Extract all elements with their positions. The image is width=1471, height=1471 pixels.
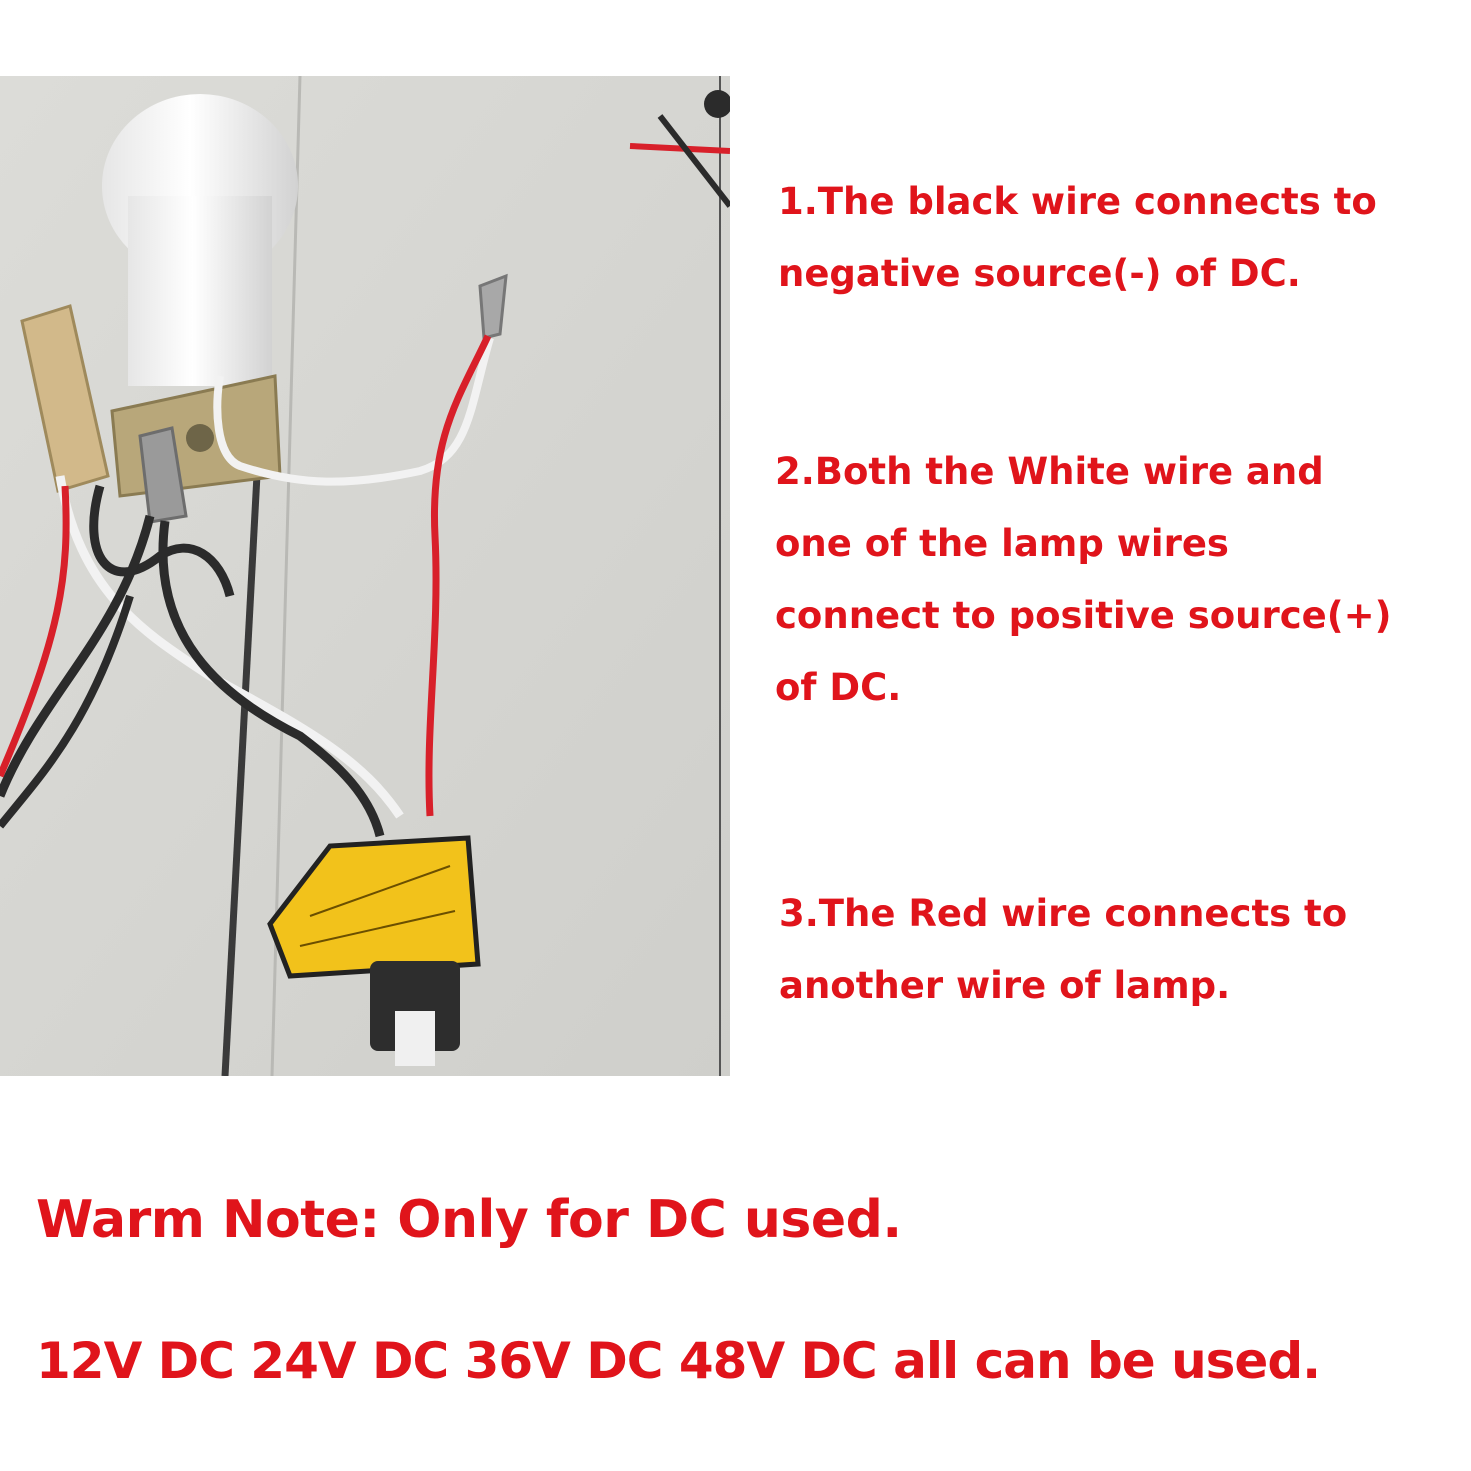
instruction-step-3: 3.The Red wire connects to another wire …	[779, 878, 1347, 1022]
wire-red-sensor	[425, 334, 492, 817]
wire-black-loop	[89, 484, 235, 598]
lamp-base	[128, 196, 272, 386]
wire-nut-tan	[20, 304, 110, 493]
wire-nut-top	[478, 273, 508, 340]
sensor-body-knob	[370, 961, 460, 1051]
sensor-lens	[395, 1011, 435, 1066]
conduit-pipe	[221, 455, 262, 1076]
instruction-line: 1.The black wire connects to	[778, 180, 1377, 223]
bracket-screw	[186, 424, 214, 452]
warm-note: Warm Note: Only for DC used.	[36, 1190, 902, 1250]
wire-white-lamp	[213, 336, 494, 486]
instruction-line: negative source(-) of DC.	[778, 252, 1301, 295]
instruction-line: of DC.	[775, 666, 902, 709]
wall-crack	[270, 76, 302, 1076]
instruction-step-1: 1.The black wire connects to negative so…	[778, 166, 1377, 310]
wire-nut-grey	[138, 426, 188, 524]
wire-red-top	[629, 143, 730, 154]
wire-black-left2	[0, 594, 134, 829]
wire-red-left	[0, 485, 70, 778]
wire-black-top	[657, 114, 730, 208]
wiring-photo	[0, 76, 730, 1076]
instruction-line: connect to positive source(+)	[775, 594, 1392, 637]
sensor-label-line	[299, 910, 456, 947]
wiring-illustration	[0, 76, 730, 1076]
sensor-label-line	[309, 865, 451, 917]
wire-black-left	[0, 514, 155, 798]
instruction-line: another wire of lamp.	[779, 964, 1231, 1007]
instruction-line: one of the lamp wires	[775, 522, 1229, 565]
voltage-note: 12V DC 24V DC 36V DC 48V DC all can be u…	[36, 1332, 1321, 1390]
instruction-line: 2.Both the White wire and	[775, 450, 1324, 493]
instruction-step-2: 2.Both the White wire and one of the lam…	[775, 436, 1392, 724]
wire-black-sensor	[158, 520, 385, 838]
wire-end	[704, 90, 730, 118]
instruction-line: 3.The Red wire connects to	[779, 892, 1348, 935]
